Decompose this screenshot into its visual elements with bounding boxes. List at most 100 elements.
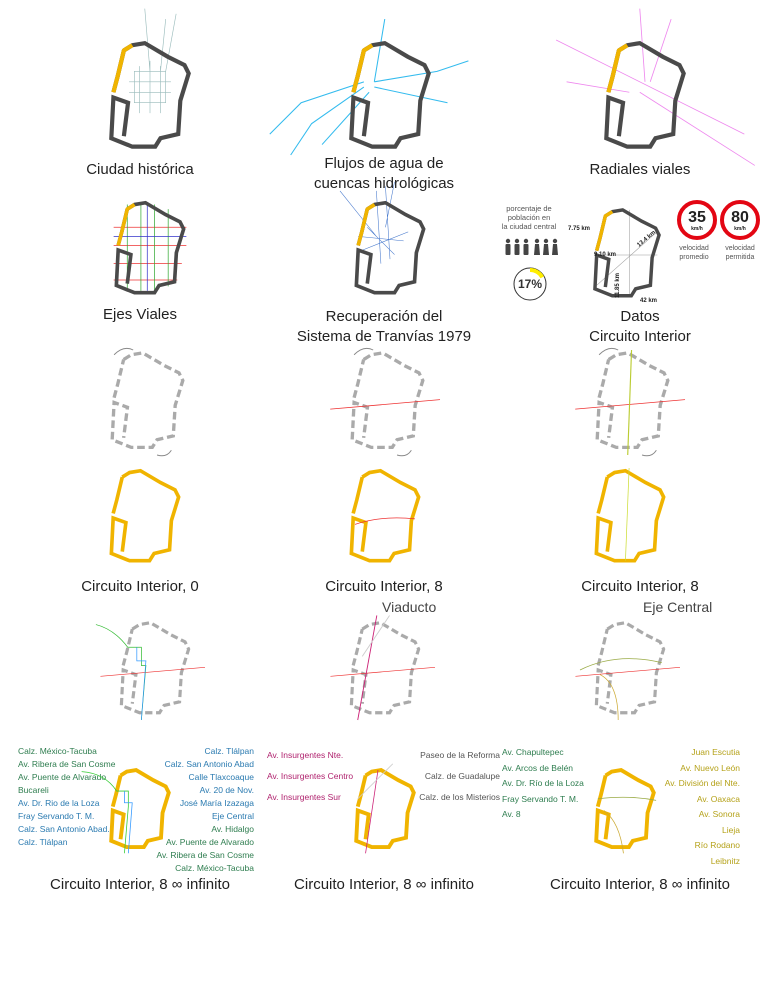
dashed-circuit-0 (110, 347, 185, 457)
dashed-circuit-routes-1 (95, 621, 206, 721)
label-line: velocidad (679, 245, 709, 252)
caption-circuit-8-viaduct: Circuito Interior, 8 (325, 578, 443, 595)
label-line: la ciudad central (501, 222, 557, 231)
speed-avg-label: velocidad promedio (672, 244, 716, 262)
dimension-a: 7.75 km (568, 226, 591, 232)
route-label: Av. Puente de Alvarado (18, 772, 107, 782)
route-label: Calz. de Guadalupe (424, 771, 500, 781)
label-line: promedio (679, 254, 709, 261)
route-label: Calz. Tlálpan (204, 746, 254, 756)
label-line: permitida (725, 254, 755, 261)
route-label: Calz. San Antonio Abad. (18, 824, 110, 834)
caption-road-axes: Ejes Viales (103, 306, 177, 323)
route-label: José María Izazaga (179, 798, 254, 808)
route-label: Leibnitz (710, 855, 740, 866)
road-axes-map (113, 200, 187, 295)
label-line: porcentaje de (506, 204, 552, 213)
dimension-c: 9.10 km (594, 252, 617, 258)
speed-value: 35 (688, 208, 706, 226)
dimension-e: 42 km (640, 298, 658, 304)
route-label: Av. Puente de Alvarado (165, 837, 254, 847)
circuit-routes-3 (594, 768, 657, 854)
person-icon (543, 238, 549, 255)
route-label: Calz. Tlálpan (18, 837, 68, 847)
route-list-2-left: Av. Insurgentes Nte.Av. Insurgentes Cent… (267, 745, 353, 808)
route-label: Río Rodano (694, 840, 740, 850)
person-icon (523, 238, 529, 255)
caption-line: Datos (620, 308, 660, 325)
caption-line: cuencas hidrológicas (313, 175, 455, 192)
label-line: velocidad (725, 245, 755, 252)
tram-system-map (339, 181, 426, 295)
route-label: Av. 20 de Nov. (199, 785, 254, 795)
route-label: Av. Dr. Rio de la Loza (18, 798, 100, 808)
caption-water-flows: Flujos de agua de cuencas hidrológicas (256, 154, 512, 194)
route-label: Av. Ribera de San Cosme (18, 759, 116, 769)
caption-line: Sistema de Tranvías 1979 (296, 328, 472, 345)
route-label: Fray Servando T. M. (18, 811, 95, 821)
dashed-circuit-eje-central (575, 347, 686, 457)
circuit-routes-1 (81, 768, 171, 854)
route-label: Av. Dr. Río de la Loza (502, 778, 584, 788)
route-label: Calz. San Antonio Abad (164, 759, 254, 769)
route-label: Calle Tlaxcoaque (188, 772, 254, 782)
route-label: Bucareli (18, 785, 49, 795)
route-label: Calz. México-Tacuba (18, 746, 97, 756)
dimension-d: 11.85 km (615, 272, 622, 299)
caption-line: Circuito Interior (589, 328, 691, 345)
route-label: Av. Insurgentes Centro (267, 771, 354, 781)
circuit-interior-eje-central (594, 467, 666, 563)
dashed-circuit-routes-2 (330, 615, 436, 721)
route-label: Av. Nuevo León (680, 762, 740, 773)
person-icon (552, 238, 558, 255)
historic-city-map (100, 8, 200, 155)
route-label: Av. Insurgentes Sur (267, 792, 341, 802)
circuit-dimensions-map (593, 208, 661, 298)
dashed-circuit-viaduct (330, 347, 441, 457)
speed-unit: km/h (734, 225, 746, 232)
speed-unit: km/h (691, 225, 703, 232)
circuit-interior-viaduct (349, 468, 421, 563)
caption-line: Flujos de agua de (324, 155, 444, 172)
caption-circuit-0: Circuito Interior, 0 (81, 578, 199, 595)
speed-value: 80 (731, 208, 749, 226)
route-label: Av. Ribera de San Cosme (156, 850, 254, 860)
caption-line: Recuperación del (325, 308, 443, 325)
label-line: población en (507, 213, 551, 222)
route-label: Av. Hidalgo (211, 824, 254, 834)
route-label: Fray Servando T. M. (502, 793, 579, 804)
person-icon (534, 238, 540, 255)
caption-historic-city: Ciudad histórica (86, 161, 194, 178)
caption-road-radials: Radiales viales (589, 161, 691, 178)
route-label: Juan Escutia (691, 747, 740, 757)
circuit-routes-2 (354, 763, 416, 854)
caption-infinite-2: Circuito Interior, 8 ∞ infinito (294, 876, 474, 893)
subtitle-viaduct: Viaducto (382, 599, 437, 615)
route-label: Calz. de los Misterios (419, 792, 500, 802)
person-icon (514, 238, 520, 255)
dashed-circuit-routes-3 (575, 621, 681, 721)
route-label: Av. 8 (502, 809, 521, 819)
people-icons (505, 238, 558, 255)
route-label: Lieja (722, 824, 740, 835)
population-percent: 17% (517, 277, 543, 291)
speed-max-label: velocidad permitida (718, 244, 762, 262)
route-label: Av. Oaxaca (696, 793, 740, 804)
subtitle-eje-central: Eje Central (643, 599, 713, 615)
water-flows-map (269, 19, 469, 156)
population-donut (513, 267, 547, 301)
route-label: Av. División del Nte. (664, 778, 740, 788)
caption-circuit-8-eje-central: Circuito Interior, 8 (581, 578, 699, 595)
route-label: Av. Arcos de Belén (502, 762, 574, 773)
caption-infinite-3: Circuito Interior, 8 ∞ infinito (550, 876, 730, 893)
person-icon (505, 238, 511, 255)
circuit-interior-0 (109, 468, 181, 563)
route-label: Paseo de la Reforma (420, 750, 500, 760)
